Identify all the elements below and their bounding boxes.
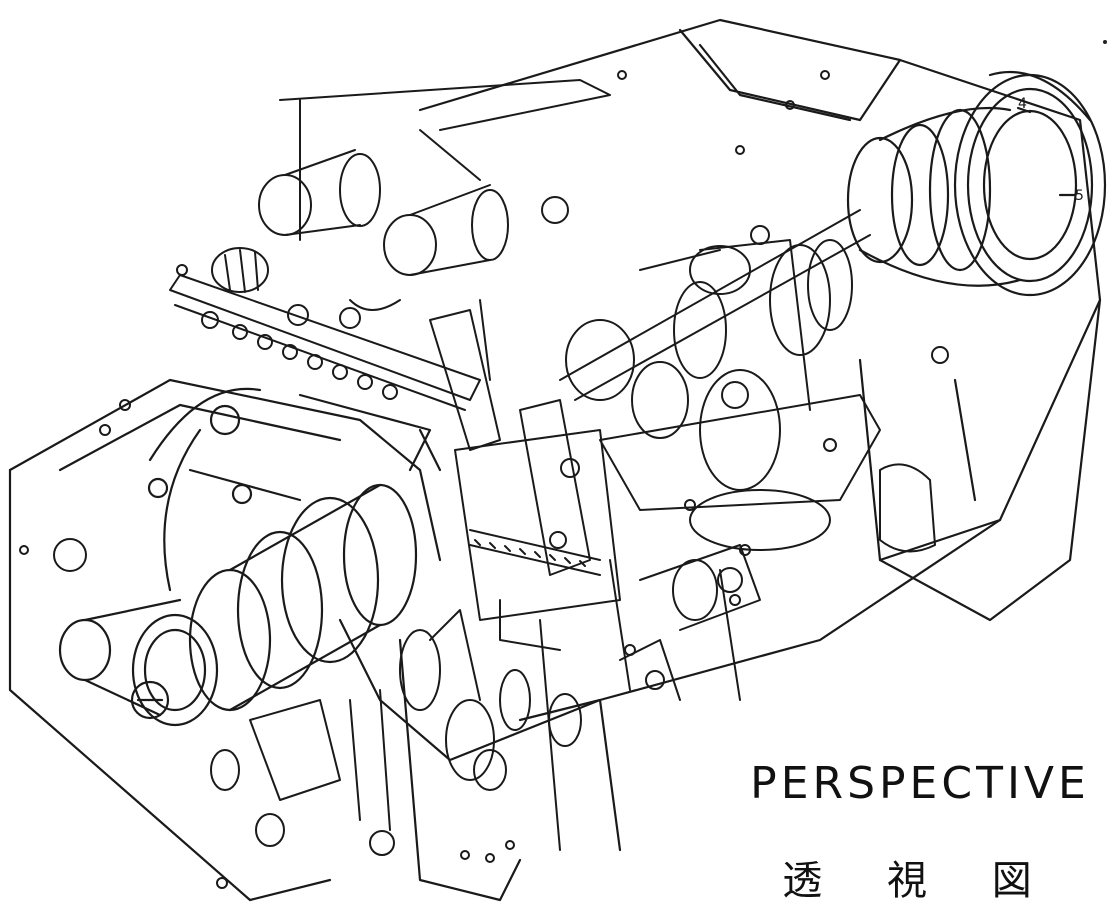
center-support-bracket: [599, 225, 881, 551]
main-shaft: [559, 209, 871, 401]
machine-housing: [8, 18, 1102, 902]
handwheel: [846, 70, 1107, 297]
upper-mechanism: [211, 79, 611, 329]
thread-guide-bar: [169, 264, 481, 411]
dial-number-5: 5: [1075, 188, 1084, 204]
mounting-holes: [19, 70, 949, 889]
lower-front-links: [210, 609, 582, 851]
left-drive-assembly: [58, 387, 442, 727]
caption-perspective: PERSPECTIVE: [750, 758, 1090, 809]
ink-speck: [1103, 40, 1107, 44]
right-lower-arm: [619, 544, 761, 701]
needle-bar-assembly: [429, 299, 631, 691]
caption-perspective-jp: 透 視 図: [782, 858, 1058, 904]
dial-number-4: 4: [1018, 96, 1027, 112]
